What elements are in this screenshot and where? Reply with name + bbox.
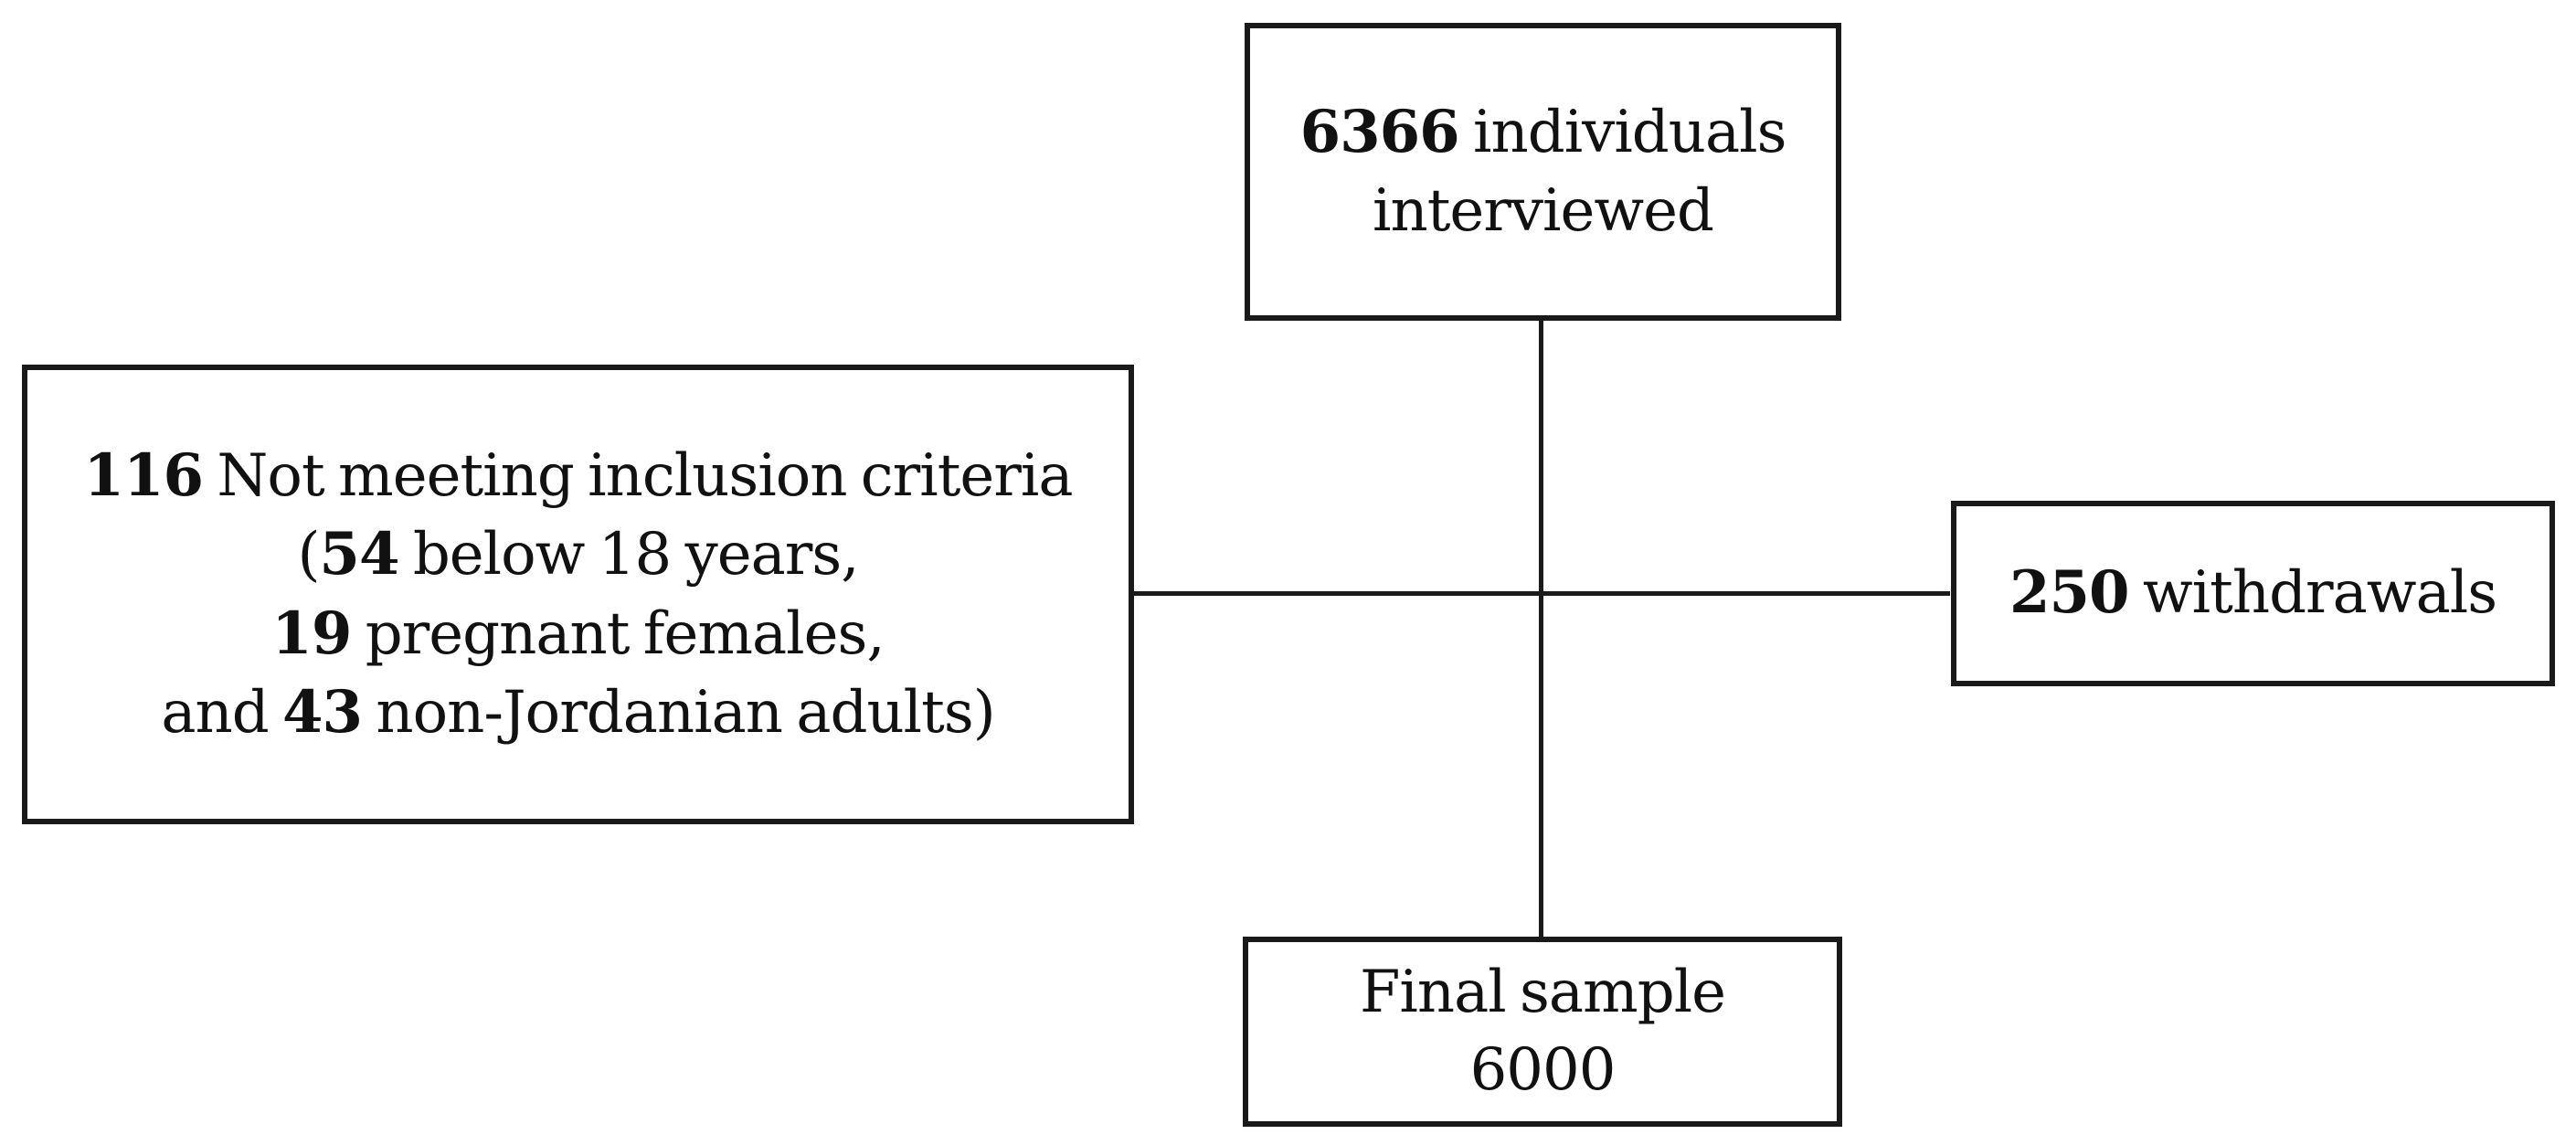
pregnant-label: pregnant females, [351,599,885,668]
interviewed-box: 6366 individuals interviewed [1245,23,1841,321]
interviewed-label: individuals [1458,99,1786,167]
open-paren: ( [297,521,320,589]
interviewed-count: 6366 [1299,98,1460,167]
pregnant-count: 19 [271,599,352,668]
final-sample-count: 6000 [1469,1036,1617,1104]
excluded-box: 116 Not meeting inclusion criteria (54 b… [22,365,1134,824]
excluded-count: 116 [83,441,204,511]
final-sample-label: Final sample [1359,958,1726,1026]
withdrawals-count: 250 [2009,558,2130,628]
horizontal-connector-line [1129,591,1950,596]
vertical-connector-line [1539,318,1543,939]
excluded-line-2: (54 below 18 years, [297,515,860,594]
withdrawals-line-1: 250 withdrawals [2009,554,2497,632]
under-18-count: 54 [319,520,399,589]
withdrawals-box: 250 withdrawals [1951,501,2555,686]
withdrawals-label: withdrawals [2128,559,2497,628]
under-18-label: below 18 years, [398,521,860,589]
non-jordanian-count: 43 [282,677,363,747]
interviewed-line-1: 6366 individuals [1299,93,1787,172]
excluded-line-4: and 43 non-Jordanian adults) [161,673,995,752]
excluded-label: Not meeting inclusion criteria [203,442,1073,511]
non-jordanian-label: non-Jordanian adults) [362,678,995,747]
and-prefix: and [161,678,283,747]
excluded-line-1: 116 Not meeting inclusion criteria [83,437,1073,515]
interviewed-line-2: interviewed [1373,176,1714,245]
final-sample-box: Final sample 6000 [1243,937,1842,1127]
excluded-line-3: 19 pregnant females, [271,595,885,673]
